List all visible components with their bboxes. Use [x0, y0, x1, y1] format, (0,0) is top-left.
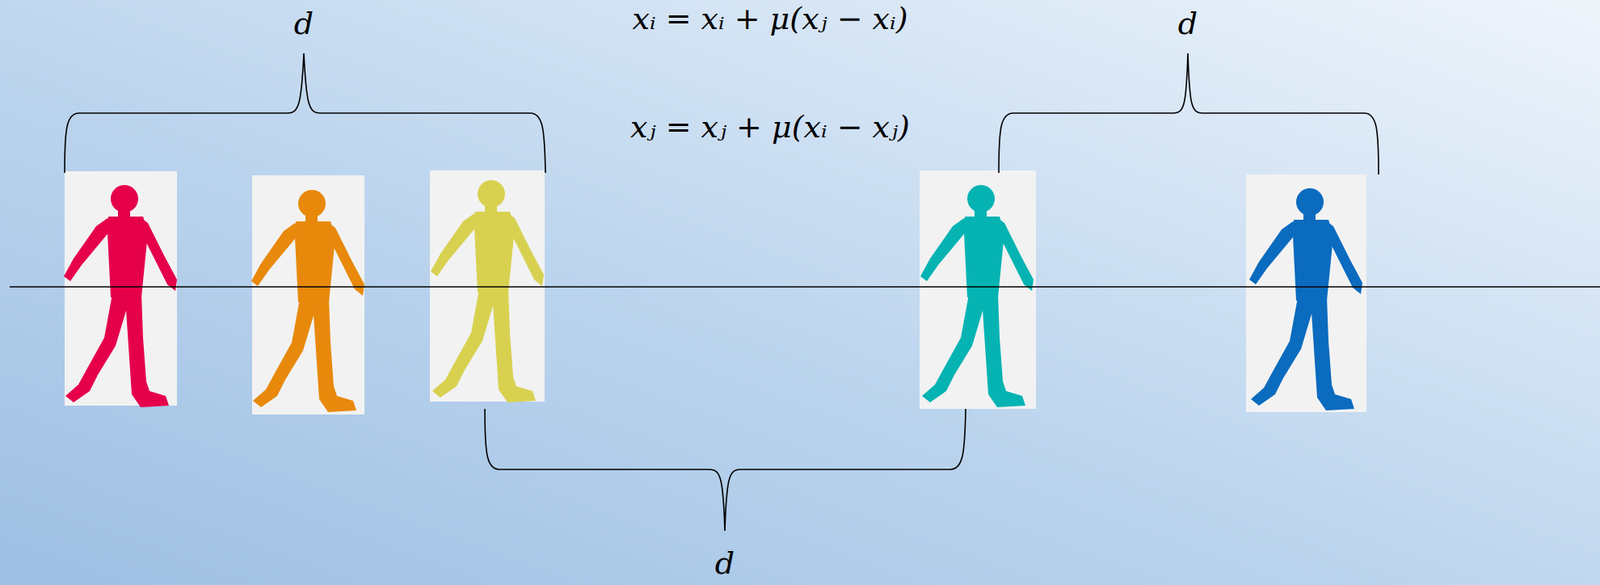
update-equation: xᵢ = xᵢ + μ(xⱼ − xᵢ) — [631, 2, 908, 37]
dimension-label: d — [1178, 7, 1198, 42]
update-equation: xⱼ = xⱼ + μ(xᵢ − xⱼ) — [630, 110, 910, 145]
person-blue — [1246, 174, 1367, 413]
brace-top-right — [998, 53, 1379, 175]
person-teal — [919, 170, 1036, 409]
dimension-label: d — [715, 547, 735, 582]
person-orange — [251, 175, 365, 415]
person-red — [63, 171, 177, 408]
baseline — [9, 286, 1600, 288]
brace-bottom — [484, 408, 966, 531]
dimension-label: d — [294, 7, 314, 42]
brace-top-left — [64, 53, 546, 173]
